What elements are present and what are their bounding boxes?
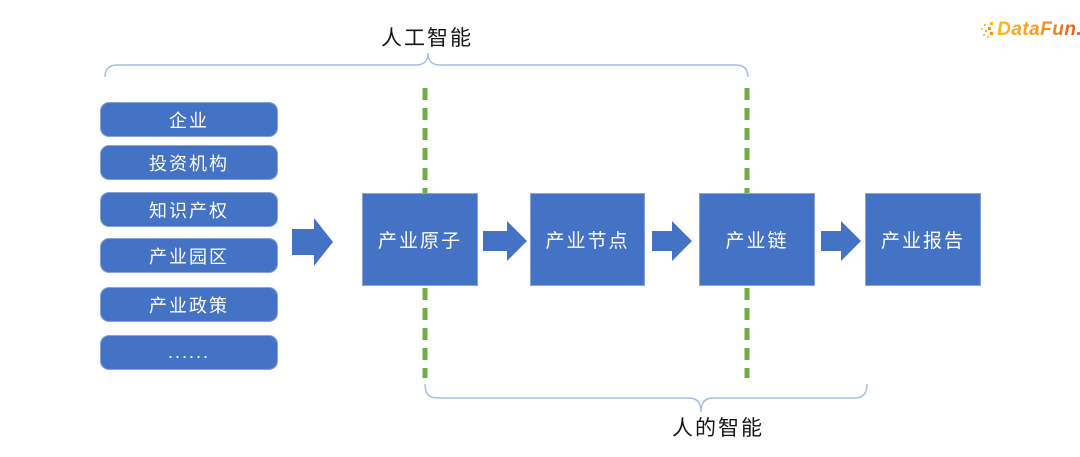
flow-box-label: 产业节点 (545, 231, 630, 252)
top-brace-icon (104, 52, 749, 78)
flow-arrow-icon-1 (483, 221, 527, 261)
main-flow-arrow-icon (292, 218, 333, 266)
bottom-brace-label: 人的智能 (672, 417, 764, 440)
flow-box-label: 产业原子 (377, 231, 462, 252)
logo-pixel-dust-icon (981, 22, 993, 38)
flow-box-industry-node: 产业节点 (530, 193, 645, 286)
flow-box-industry-atom: 产业原子 (362, 193, 478, 286)
source-box-label: ...... (167, 342, 210, 362)
source-box-industrial-policy: 产业政策 (100, 287, 278, 322)
source-box-label: 知识产权 (149, 200, 229, 221)
source-box-label: 企业 (169, 110, 209, 131)
bottom-brace-icon (424, 383, 868, 413)
logo-text: DataFun. (997, 19, 1080, 41)
source-box-ellipsis: ...... (100, 335, 278, 370)
source-box-label: 产业园区 (149, 246, 229, 267)
source-box-enterprise: 企业 (100, 102, 278, 137)
flow-arrow-icon-3 (821, 221, 861, 261)
flow-box-industry-report: 产业报告 (865, 193, 981, 286)
flow-arrow-icon-2 (652, 221, 692, 261)
datafun-logo: DataFun. (979, 17, 1080, 43)
source-box-label: 产业政策 (149, 295, 229, 316)
source-box-label: 投资机构 (149, 153, 229, 174)
flow-box-label: 产业报告 (880, 231, 965, 252)
source-box-industrial-park: 产业园区 (100, 238, 278, 273)
source-box-ip: 知识产权 (100, 192, 278, 227)
top-brace-label: 人工智能 (381, 27, 473, 50)
flow-box-industry-chain: 产业链 (699, 193, 815, 286)
source-box-investment: 投资机构 (100, 145, 278, 180)
flow-box-label: 产业链 (725, 231, 789, 252)
